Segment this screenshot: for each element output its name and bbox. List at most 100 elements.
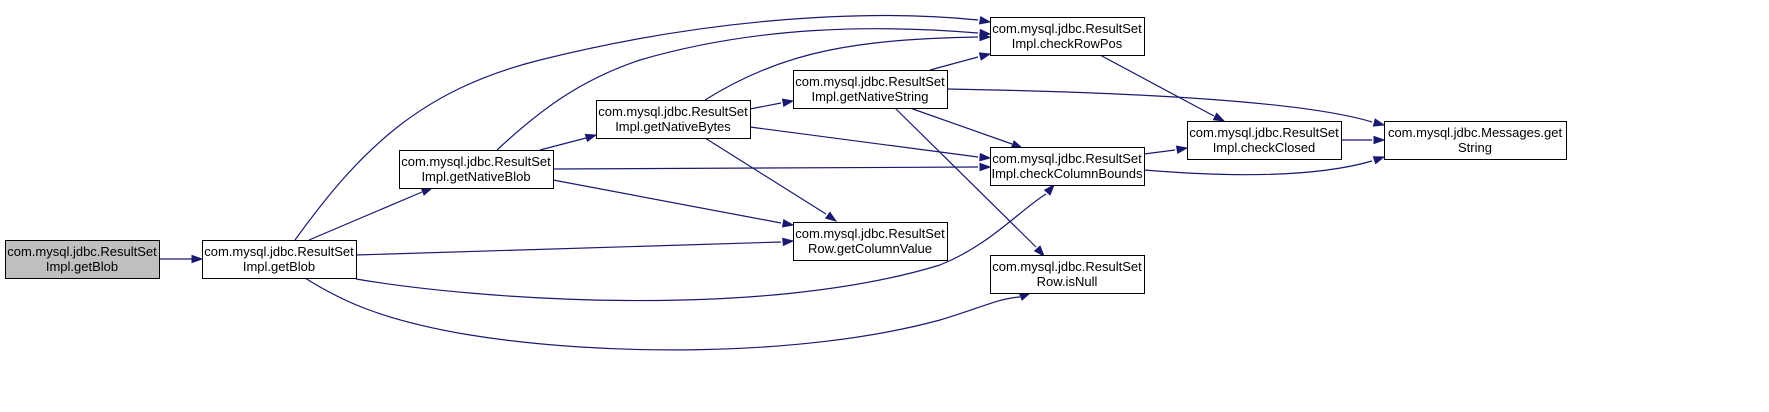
node-box[interactable] [990, 255, 1145, 294]
edge-getNativeBytes-to-checkColumnBounds [749, 126, 992, 162]
node-box[interactable] [793, 70, 948, 109]
edge-line [894, 107, 1037, 248]
node-label-line1: com.mysql.jdbc.ResultSet [795, 226, 945, 241]
node-box[interactable] [1187, 121, 1342, 160]
node-label-line1: com.mysql.jdbc.ResultSet [1189, 125, 1339, 140]
edge-getNativeBlob-to-getNativeBytes [539, 133, 598, 151]
node-box[interactable] [596, 100, 751, 139]
arrow-head [979, 152, 992, 162]
arrow-head [979, 32, 992, 42]
arrow-head [584, 133, 598, 143]
edge-getNativeString-to-checkColumnBounds [909, 107, 1024, 149]
edge-getNativeBlob-to-getColumnValue [552, 179, 795, 228]
edge-line [539, 137, 587, 151]
node-label-line1: com.mysql.jdbc.ResultSet [401, 154, 551, 169]
node-box[interactable] [1384, 121, 1567, 160]
node-getColumnValue[interactable]: com.mysql.jdbc.ResultSetRow.getColumnVal… [793, 222, 948, 261]
edge-line [355, 241, 782, 256]
edge-getNativeString-to-checkRowPos [929, 52, 992, 71]
node-box[interactable] [5, 240, 160, 279]
arrow-head [1373, 135, 1386, 145]
edge-line [496, 28, 979, 151]
arrow-head [782, 237, 795, 247]
edge-line [552, 166, 979, 170]
arrow-head [1212, 112, 1226, 122]
edges-layer [159, 14, 1386, 351]
node-label-line1: com.mysql.jdbc.ResultSet [992, 151, 1142, 166]
edge-getBlob-to-checkRowPos [294, 14, 992, 241]
node-label-line1: com.mysql.jdbc.ResultSet [992, 21, 1142, 36]
edge-line [1143, 149, 1176, 155]
edge-line [704, 36, 979, 101]
edge-line [308, 191, 423, 241]
arrow-head [781, 219, 795, 228]
node-getNativeString[interactable]: com.mysql.jdbc.ResultSetImpl.getNativeSt… [793, 70, 948, 109]
node-label-line2: Impl.checkRowPos [1012, 36, 1123, 51]
edge-line [355, 193, 1047, 302]
edge-line [749, 102, 782, 110]
node-box[interactable] [399, 150, 554, 189]
arrow-head [1010, 140, 1024, 149]
edge-line [946, 88, 1373, 123]
node-label-line1: com.mysql.jdbc.ResultSet [598, 104, 748, 119]
node-label-line1: com.mysql.jdbc.Messages.get [1388, 125, 1563, 140]
arrow-head [1043, 183, 1055, 196]
node-label-line2: String [1458, 140, 1492, 155]
node-label-line2: Impl.getBlob [243, 259, 315, 274]
arrow-head [824, 211, 838, 222]
node-label-line2: Impl.getNativeBlob [421, 169, 530, 184]
edge-getNativeBytes-to-getNativeString [749, 98, 795, 110]
edge-checkClosed-to-getString [1341, 135, 1386, 145]
edge-getNativeBytes-to-checkRowPos [704, 32, 992, 101]
node-box[interactable] [990, 147, 1145, 186]
node-label-line2: Impl.getNativeString [811, 89, 928, 104]
node-label-line2: Impl.getNativeBytes [615, 119, 731, 134]
node-label-line2: Impl.checkColumnBounds [991, 166, 1143, 181]
node-box[interactable] [793, 222, 948, 261]
node-getNativeBlob[interactable]: com.mysql.jdbc.ResultSetImpl.getNativeBl… [399, 150, 554, 189]
node-label-line2: Impl.checkClosed [1213, 140, 1316, 155]
edge-getNativeBlob-to-checkColumnBounds [552, 162, 992, 172]
nodes-layer: com.mysql.jdbc.ResultSetImpl.getBlobcom.… [5, 17, 1567, 294]
edge-line [1143, 160, 1373, 176]
edge-line [304, 277, 1021, 351]
node-label-line1: com.mysql.jdbc.ResultSet [795, 74, 945, 89]
edge-getBlob-to-getColumnValue [355, 237, 795, 256]
edge-checkColumnBounds-to-checkClosed [1143, 145, 1189, 155]
edge-line [704, 137, 827, 215]
edge-getBlob-to-checkColumnBounds [355, 183, 1055, 302]
edge-line [749, 126, 979, 158]
edge-line [909, 107, 1013, 145]
edge-checkColumnBounds-to-getString [1143, 156, 1386, 176]
node-getNativeBytes[interactable]: com.mysql.jdbc.ResultSetImpl.getNativeBy… [596, 100, 751, 139]
edge-getNativeString-to-isNull [894, 107, 1045, 258]
arrow-head [978, 16, 992, 25]
edge-line [929, 56, 979, 71]
edge-getBlob-to-isNull [304, 277, 1032, 351]
arrow-head [781, 98, 795, 107]
arrow-head [978, 52, 992, 61]
arrow-head [191, 254, 204, 264]
edge-getNativeString-to-getString [946, 88, 1386, 127]
node-label-line1: com.mysql.jdbc.ResultSet [204, 244, 354, 259]
node-label-line2: Row.getColumnValue [808, 241, 932, 256]
edge-getNativeBytes-to-getColumnValue [704, 137, 838, 222]
edge-getBlob-to-getNativeBlob [308, 187, 434, 241]
arrow-head [420, 187, 434, 196]
node-label-line1: com.mysql.jdbc.ResultSet [992, 259, 1142, 274]
arrow-head [979, 162, 992, 172]
arrow-head [1175, 145, 1189, 154]
edge-line [552, 179, 782, 224]
node-box[interactable] [202, 240, 357, 279]
node-checkColumnBounds[interactable]: com.mysql.jdbc.ResultSetImpl.checkColumn… [990, 147, 1145, 186]
node-box[interactable] [990, 17, 1145, 56]
edge-getBlob_root-to-getBlob [159, 254, 204, 264]
node-label-line2: Row.isNull [1037, 274, 1098, 289]
